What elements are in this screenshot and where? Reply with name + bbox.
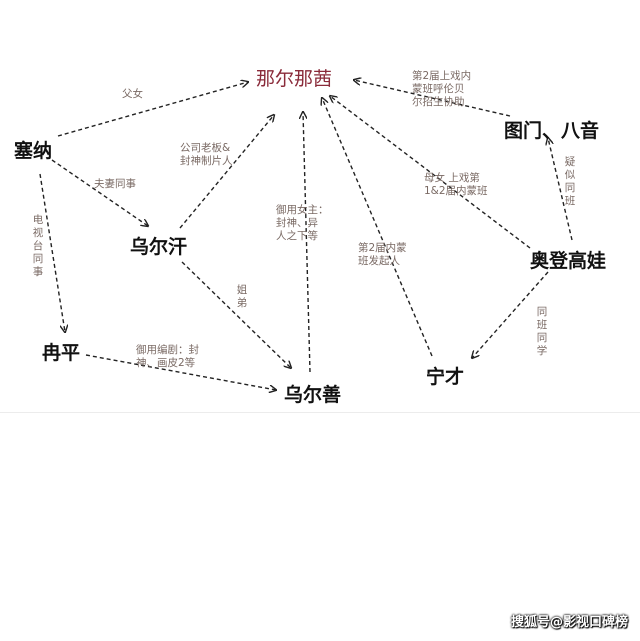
- node-wuershan: 乌尔善: [284, 384, 342, 406]
- edge-label-ranping-wuershan: 御用编剧：封 神、画皮2等: [136, 344, 199, 369]
- edge-wuershan-center: [303, 112, 311, 373]
- node-saina: 塞纳: [14, 140, 53, 162]
- node-ranping: 冉平: [42, 342, 81, 364]
- node-wuerhan: 乌尔汗: [130, 236, 188, 258]
- edge-label-aodeng-tumen: 疑似同班: [564, 156, 576, 207]
- watermark: 搜狐号@影视口碑榜: [510, 615, 628, 630]
- edge-label-wuershan-center: 御用女主： 封神、异 人之下等: [276, 204, 329, 242]
- relationship-diagram: 那尔那茜 塞纳 乌尔汗 冉平 乌尔善 宁才 奥登高娃 图门、八音 父女 夫妻同事…: [14, 0, 607, 412]
- diagram-edges: [39, 0, 573, 412]
- edge-wuerhan-wuershan: [181, 261, 291, 368]
- edge-saina-ranping: [39, 173, 65, 332]
- edge-label-saina-center: 父女: [122, 88, 143, 100]
- node-narnaxi: 那尔那茜: [256, 68, 333, 90]
- node-tumen: 图门、八音: [504, 120, 600, 142]
- edge-aodeng-tumen: [548, 138, 573, 241]
- edge-saina-center: [57, 82, 248, 137]
- edge-label-saina-ranping: 电视台同事: [32, 214, 44, 278]
- edge-ningcai-center: [322, 98, 433, 357]
- edge-label-wuerhan-center: 公司老板& 封神制片人: [180, 142, 233, 167]
- edge-label-tumen-center: 第2届上戏内 蒙班呼伦贝 尔招生协助: [412, 70, 472, 108]
- edge-wuerhan-center: [179, 115, 274, 229]
- node-ningcai: 宁才: [426, 366, 465, 388]
- edge-label-saina-wuerhan: 夫妻同事: [94, 178, 136, 190]
- edge-label-aodeng-ningcai: 同班同学: [536, 306, 548, 357]
- edge-tumen-center: [354, 80, 511, 117]
- edge-label-aodeng-center: 母女 上戏第 1&2届内蒙班: [424, 172, 488, 197]
- edge-aodeng-ningcai: [472, 271, 549, 358]
- blank-area: [0, 412, 640, 641]
- edge-saina-wuerhan: [51, 159, 148, 226]
- node-aodeng: 奥登高娃: [530, 250, 607, 272]
- edge-label-ningcai-center: 第2届内蒙 班发起人: [358, 242, 407, 267]
- edge-label-wuerhan-wuershan: 姐弟: [236, 284, 248, 309]
